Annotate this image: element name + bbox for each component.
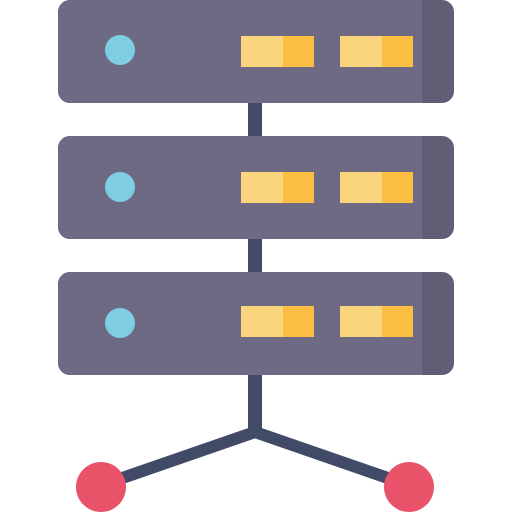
- server-unit-top: [58, 0, 454, 103]
- network-cable: [96, 100, 414, 491]
- drive-bay: [340, 36, 413, 67]
- branch-cable-left: [96, 426, 261, 491]
- server-face: [58, 0, 422, 103]
- spine-cable-middle: [248, 236, 262, 276]
- drive-bay: [340, 172, 413, 203]
- status-led-icon: [105, 308, 135, 338]
- spine-cable-top: [248, 100, 262, 140]
- drive-bay: [241, 172, 314, 203]
- drive-bay: [241, 306, 314, 337]
- server-face: [58, 136, 422, 239]
- drive-bay: [340, 306, 413, 337]
- status-led-icon: [105, 35, 135, 65]
- status-led-icon: [105, 172, 135, 202]
- branch-cable-right: [249, 426, 414, 491]
- network-node-left-icon: [76, 462, 126, 512]
- network-node-right-icon: [384, 462, 434, 512]
- server-unit-bottom: [58, 272, 454, 375]
- spine-cable-bottom: [248, 372, 262, 436]
- drive-bay: [241, 36, 314, 67]
- server-unit-middle: [58, 136, 454, 239]
- server-face: [58, 272, 422, 375]
